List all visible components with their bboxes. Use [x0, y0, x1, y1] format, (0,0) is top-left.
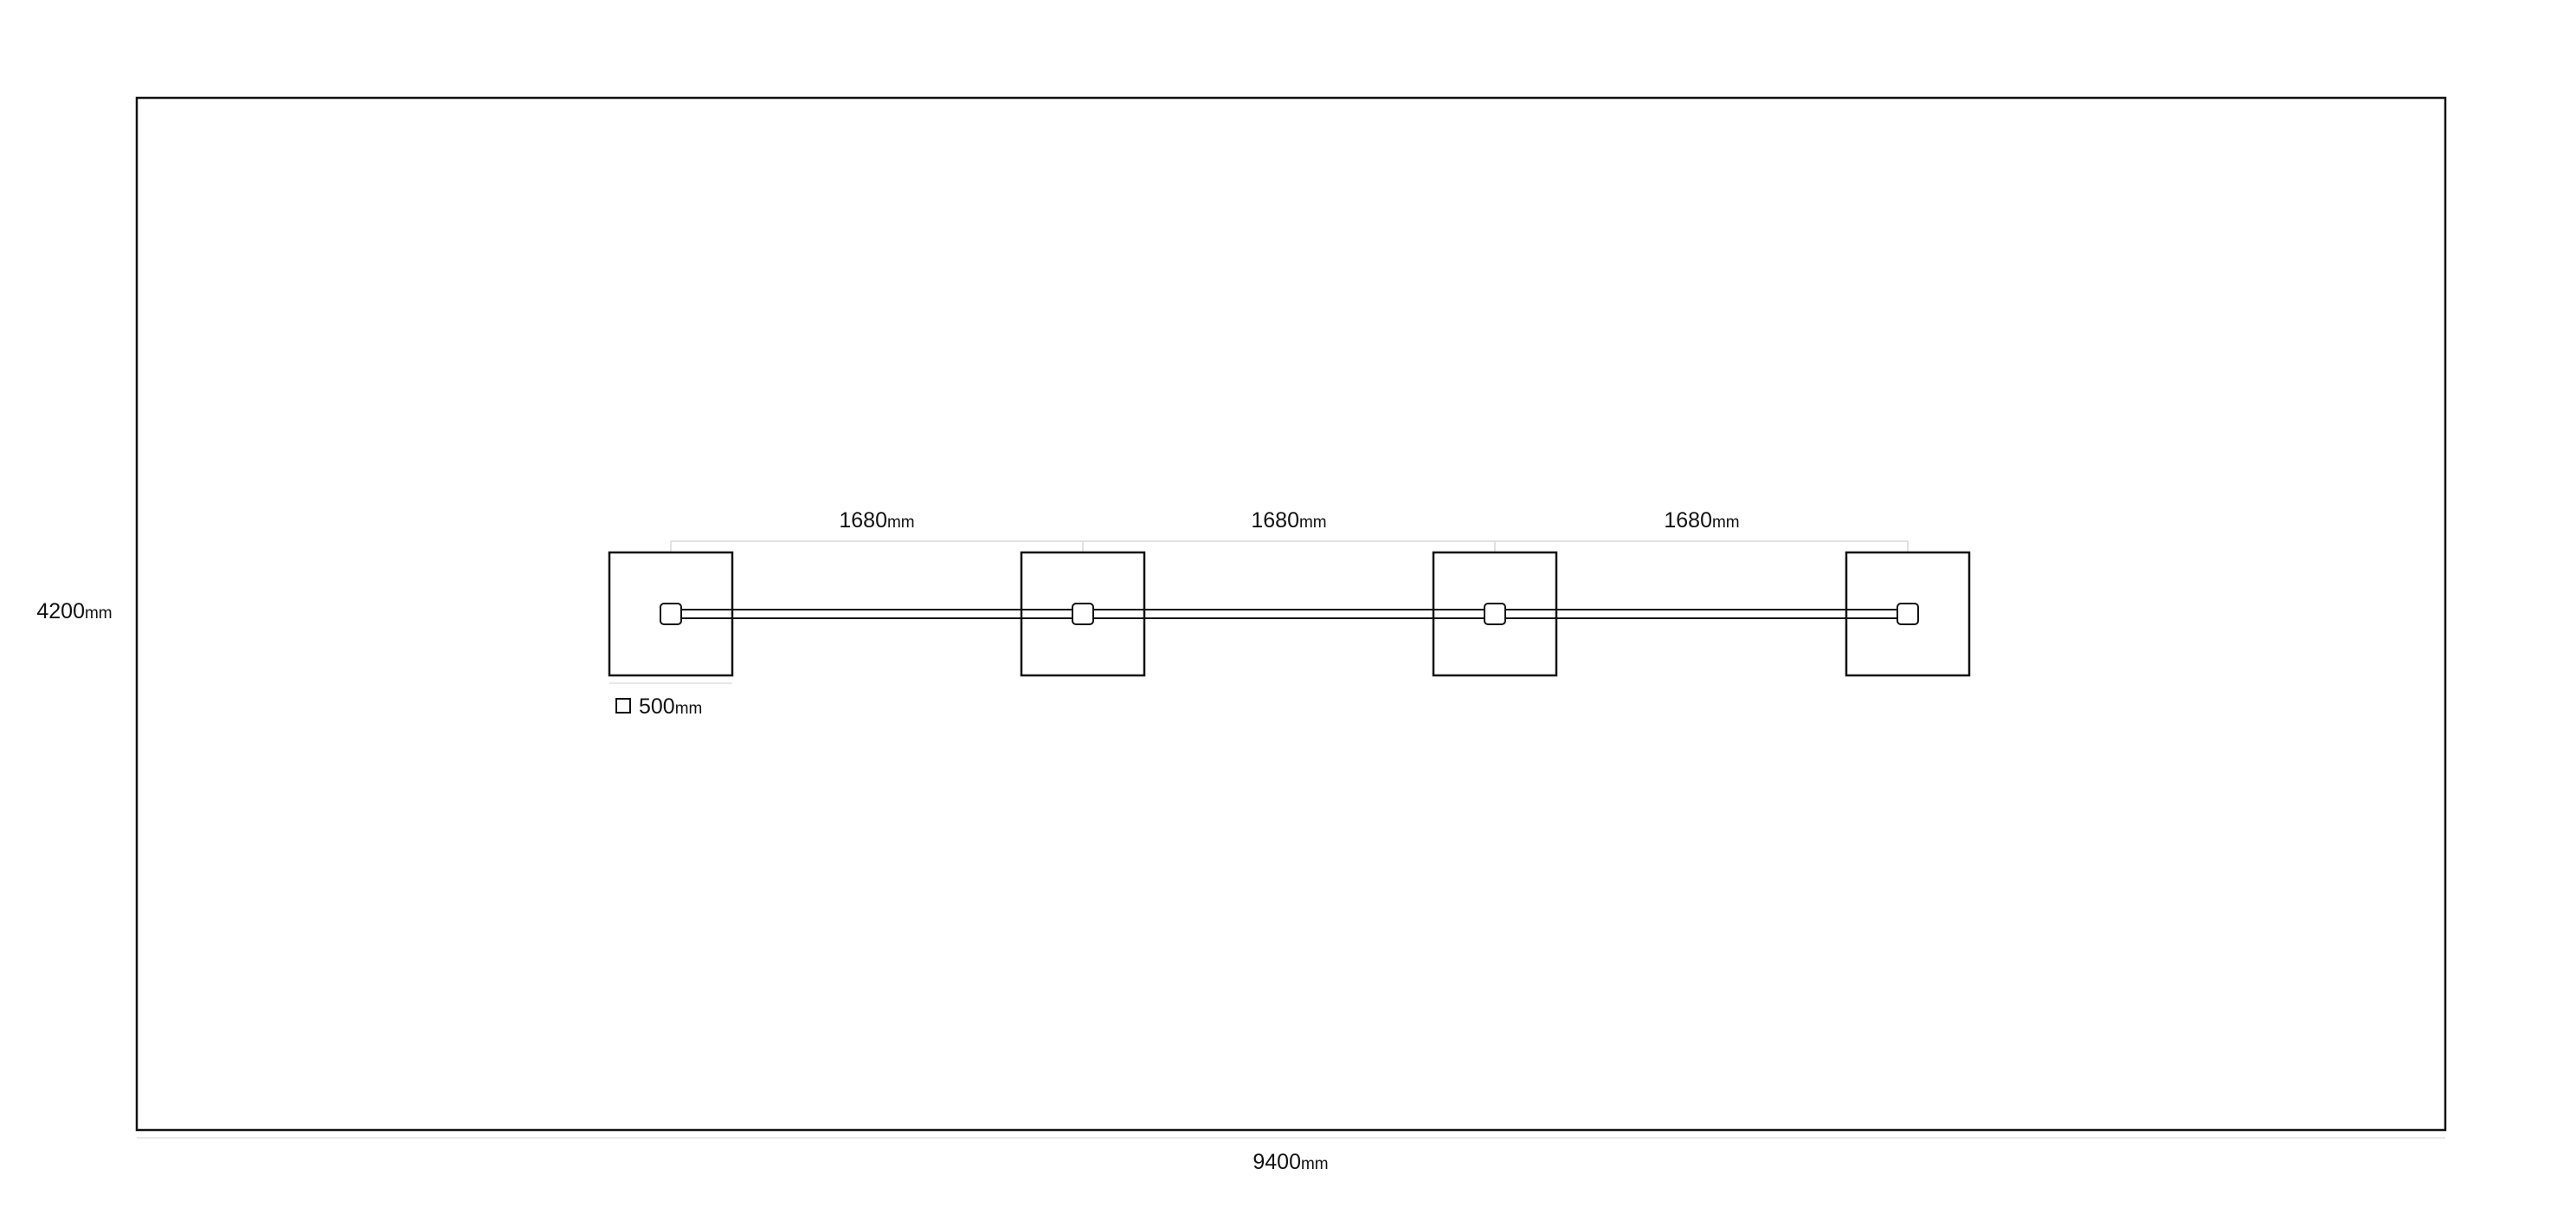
- spacing-label-1: 1680mm: [839, 508, 914, 533]
- post-4: [1897, 603, 1919, 625]
- pad-1: [608, 551, 734, 677]
- post-1: [660, 603, 682, 625]
- pad-2: [1020, 551, 1146, 677]
- site-boundary: [135, 96, 2447, 1132]
- pad-3: [1432, 551, 1558, 677]
- post-3: [1484, 603, 1506, 625]
- pad-4: [1845, 551, 1971, 677]
- width-dimension-label: 9400mm: [1253, 1150, 1328, 1174]
- height-dimension-label: 4200mm: [36, 599, 112, 623]
- square-symbol-icon: [615, 698, 631, 714]
- spacing-label-3: 1680mm: [1664, 508, 1739, 533]
- post-2: [1072, 603, 1094, 625]
- spacing-label-2: 1680mm: [1251, 508, 1326, 533]
- pad-size-label: 500mm: [639, 694, 702, 719]
